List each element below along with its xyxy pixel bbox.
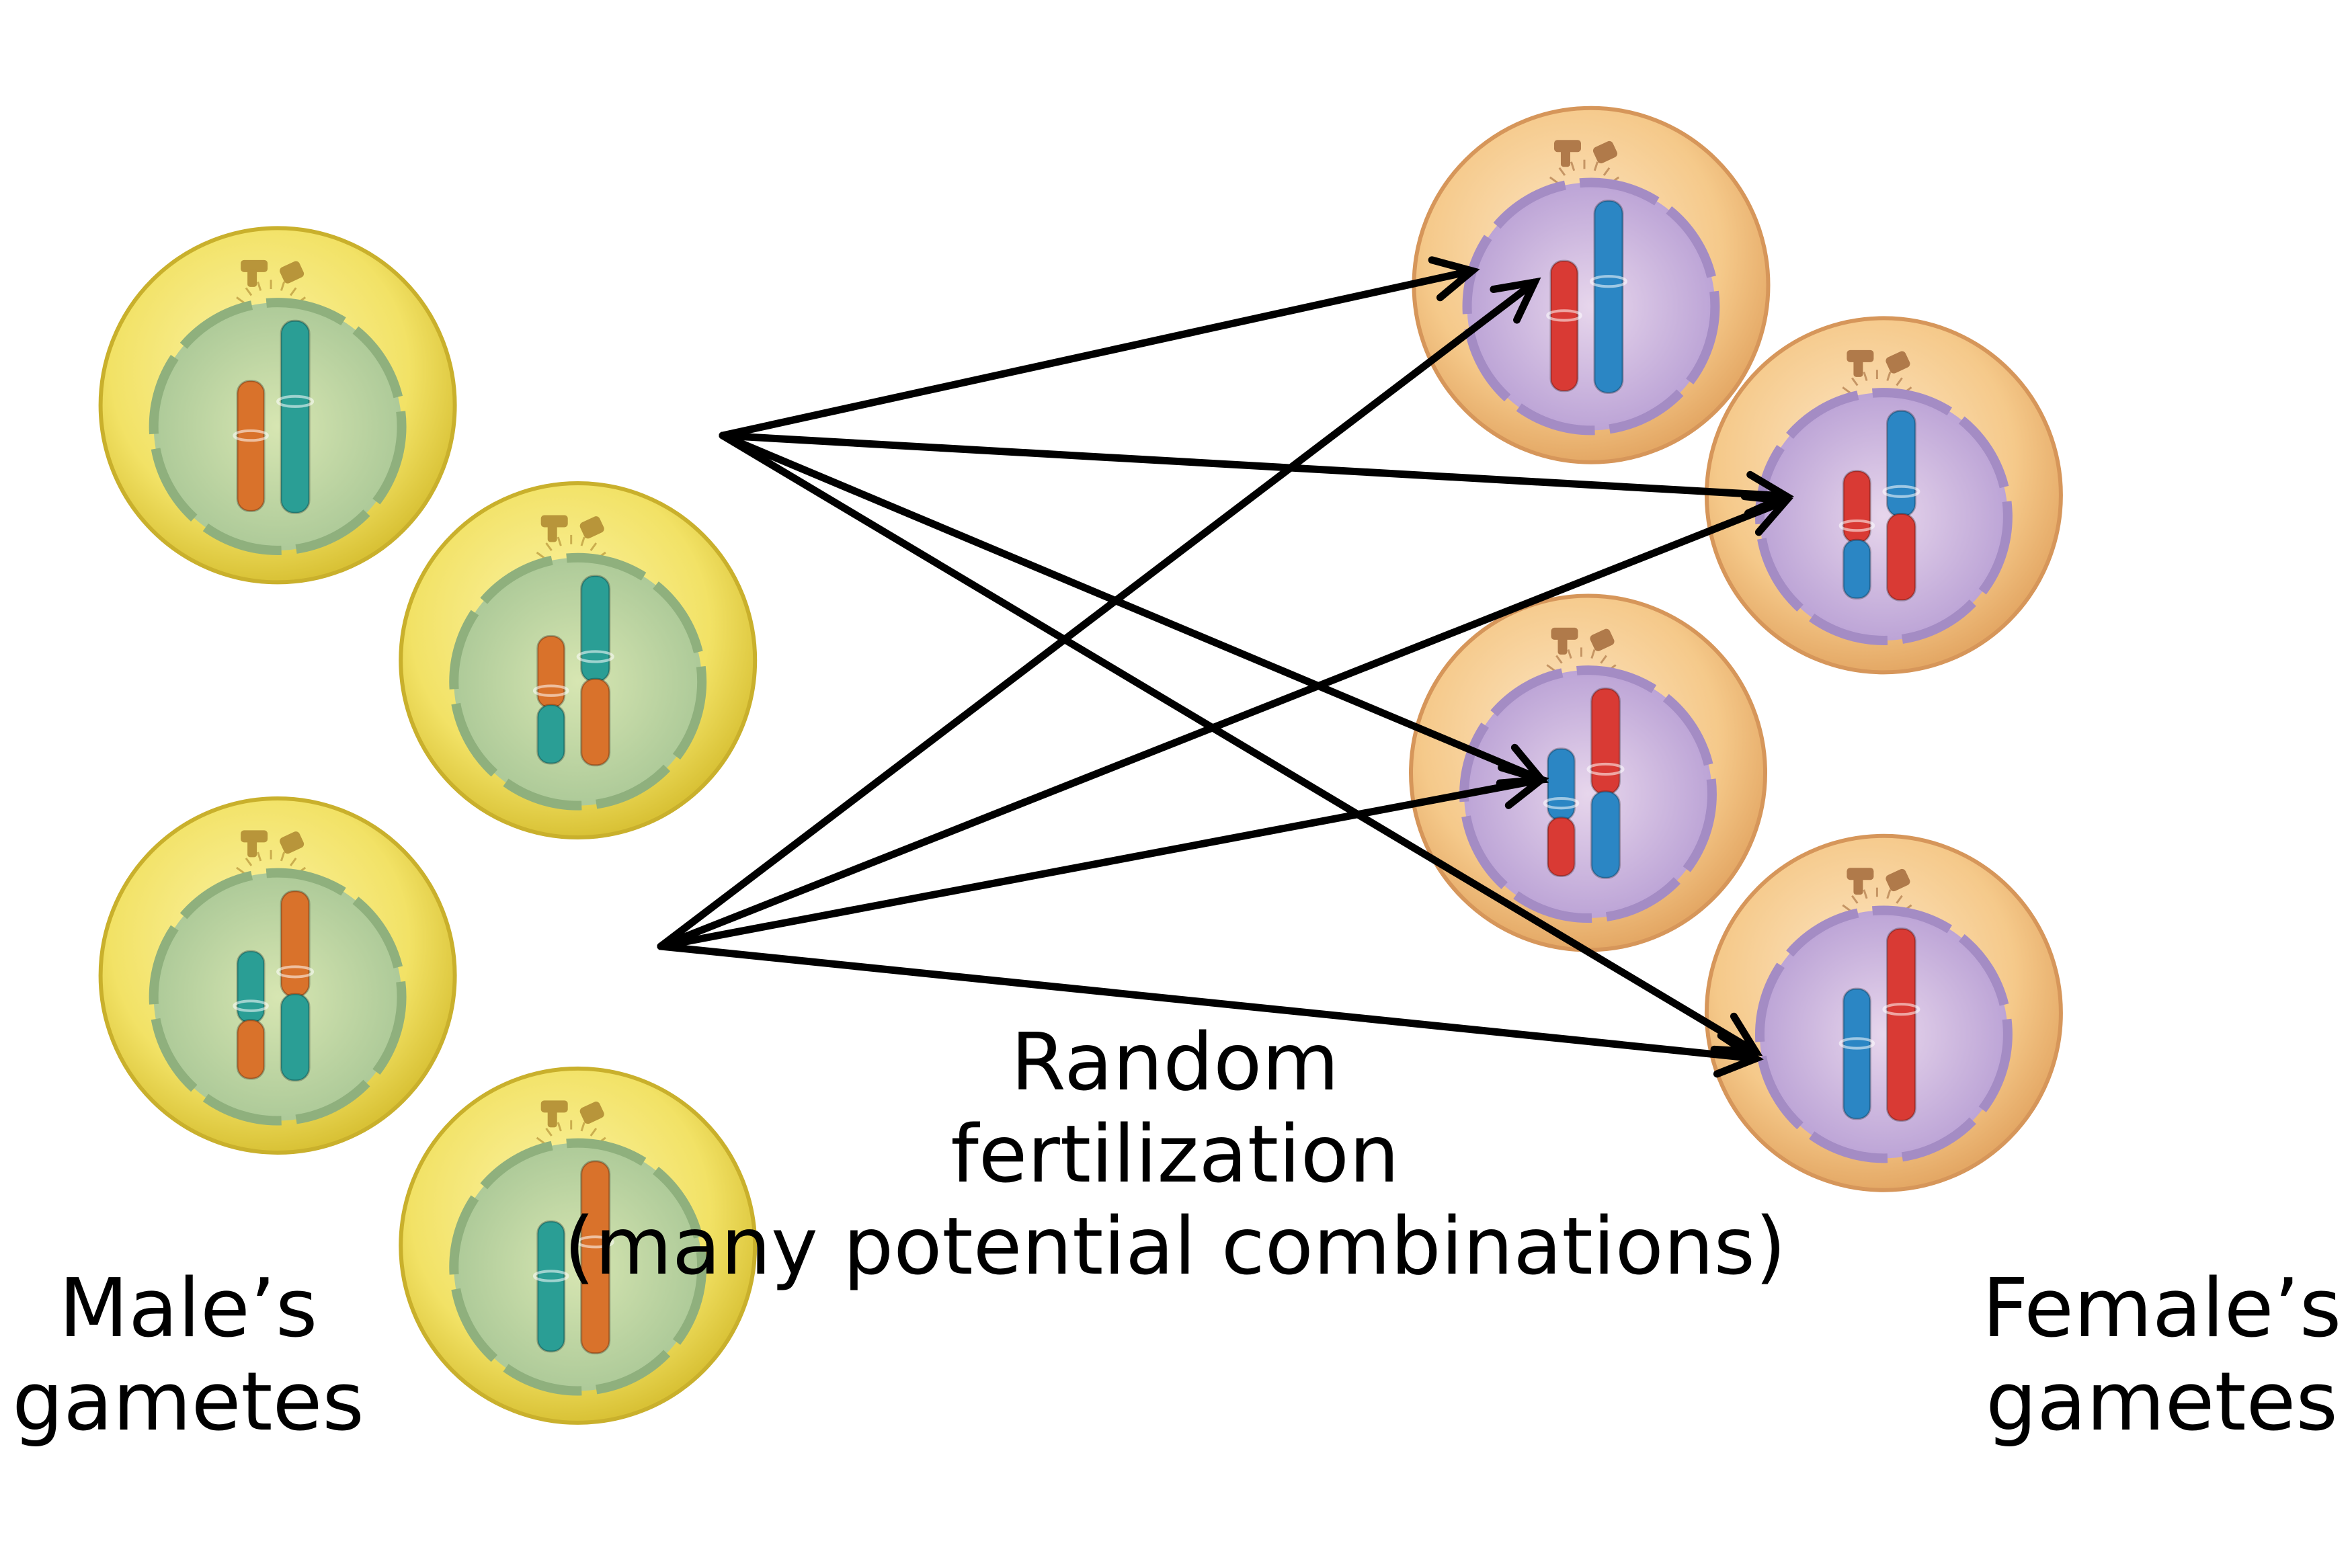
arrowhead [1740,493,1794,536]
long-chromosome [576,575,614,767]
short-chromosome [532,634,569,765]
fertilization-arrow [719,256,1480,440]
fertilization-arrows [657,256,1794,1078]
arrowhead [1498,764,1549,809]
short-chromosome [1543,747,1580,877]
arrowhead [1710,1012,1763,1057]
arrowhead [1428,256,1480,302]
short-chromosome [1546,259,1582,393]
long-chromosome [276,319,315,514]
fertilization-arrow [719,431,1549,787]
female-gamete-3 [1409,593,1768,952]
short-chromosome [1838,987,1875,1120]
female-gamete-1 [1412,106,1771,464]
male-gametes-label: Male’s gametes [0,1262,376,1449]
nucleus [149,298,407,555]
random-fertilization-caption: Random fertilization (many potential com… [503,1016,1847,1292]
gamete-cells [98,106,2063,1425]
short-chromosome [233,380,269,512]
female-gametes-label: Female’s gametes [1974,1262,2350,1449]
centrosome-icon [1546,627,1617,671]
fertilization-arrow [657,942,1764,1078]
nucleus [449,552,707,811]
centrosome-icon [1842,868,1912,912]
fertilization-arrow [719,431,1763,1057]
long-chromosome [1882,927,1920,1122]
male-label-line-1: Male’s [58,1262,318,1356]
female-gamete-2 [1704,316,2063,675]
male-gamete-2 [399,481,758,840]
long-chromosome [1589,200,1628,395]
nucleus [1462,177,1720,436]
long-chromosome [276,890,315,1082]
arrowhead [1490,277,1541,324]
nucleus [449,1138,707,1396]
short-chromosome [1838,470,1875,600]
female-label-line-2: gametes [1986,1356,2338,1450]
centrosome-icon [1549,140,1620,184]
male-label-line-2: gametes [12,1356,364,1450]
arrowhead [1713,1032,1764,1078]
nucleus [1754,388,2013,645]
centrosome-icon [236,830,307,874]
centrosome-icon [536,1100,606,1145]
nucleus [149,868,407,1126]
short-chromosome [532,1220,569,1353]
centrosome-icon [236,259,307,304]
centrosome-icon [1842,349,1912,394]
caption-line-1: Random [1010,1016,1340,1108]
short-chromosome [233,950,269,1080]
male-gamete-3 [98,796,457,1155]
long-chromosome [1882,409,1920,602]
male-gamete-4 [399,1066,758,1425]
female-label-line-1: Female’s [1982,1262,2342,1356]
long-chromosome [1586,687,1625,879]
caption-line-3: (many potential combinations) [563,1199,1787,1292]
long-chromosome [576,1160,614,1355]
caption-line-2: fertilization [950,1107,1400,1200]
nucleus [1459,665,1717,923]
male-gamete-1 [98,226,457,585]
nucleus [1754,905,2013,1163]
fertilization-arrow [657,277,1541,950]
fertilization-arrow [657,764,1549,950]
fertilization-arrow [657,493,1794,950]
female-gamete-4 [1704,833,2063,1192]
